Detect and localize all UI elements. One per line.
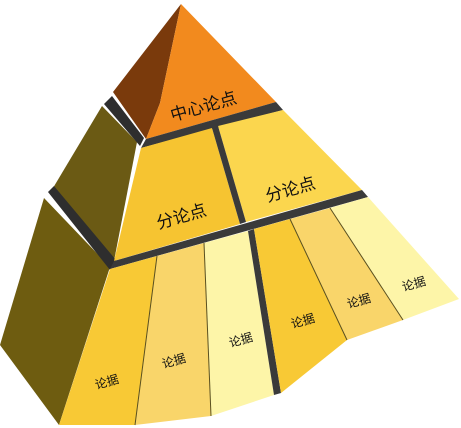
evidence-panel-6	[330, 197, 459, 320]
apex-front-face	[146, 4, 276, 139]
side-gap-bottom	[48, 186, 116, 270]
sub-point-divider	[212, 126, 246, 224]
evidence-panel-3	[204, 231, 274, 416]
evidence-panel-1	[59, 256, 157, 425]
evidence-panel-4	[254, 219, 347, 393]
evidence-label-4: 论据	[289, 311, 316, 331]
sub-point-panel-right	[218, 110, 362, 222]
evidence-separator-2	[203, 242, 212, 417]
tier-gap-bottom	[110, 190, 368, 269]
evidence-panel-5	[290, 208, 403, 340]
middle-tier-side-face	[53, 106, 137, 261]
evidence-label-3: 论据	[227, 330, 254, 350]
evidence-separator-3	[289, 218, 348, 341]
apex-side-face	[113, 4, 181, 139]
evidence-label-1: 论据	[93, 372, 120, 392]
side-gap-top	[104, 96, 144, 146]
sub-point-panel-left	[114, 128, 240, 261]
evidence-label-2: 论据	[160, 351, 187, 371]
bottom-tier-side-face	[0, 198, 110, 425]
evidence-group-divider	[248, 229, 281, 395]
evidence-panel-2	[135, 243, 211, 425]
evidence-label-6: 论据	[400, 274, 427, 294]
evidence-separator-4	[329, 207, 404, 321]
evidence-label-5: 论据	[345, 291, 372, 311]
evidence-separator-1	[134, 255, 158, 426]
tier-gap-top	[141, 102, 283, 148]
